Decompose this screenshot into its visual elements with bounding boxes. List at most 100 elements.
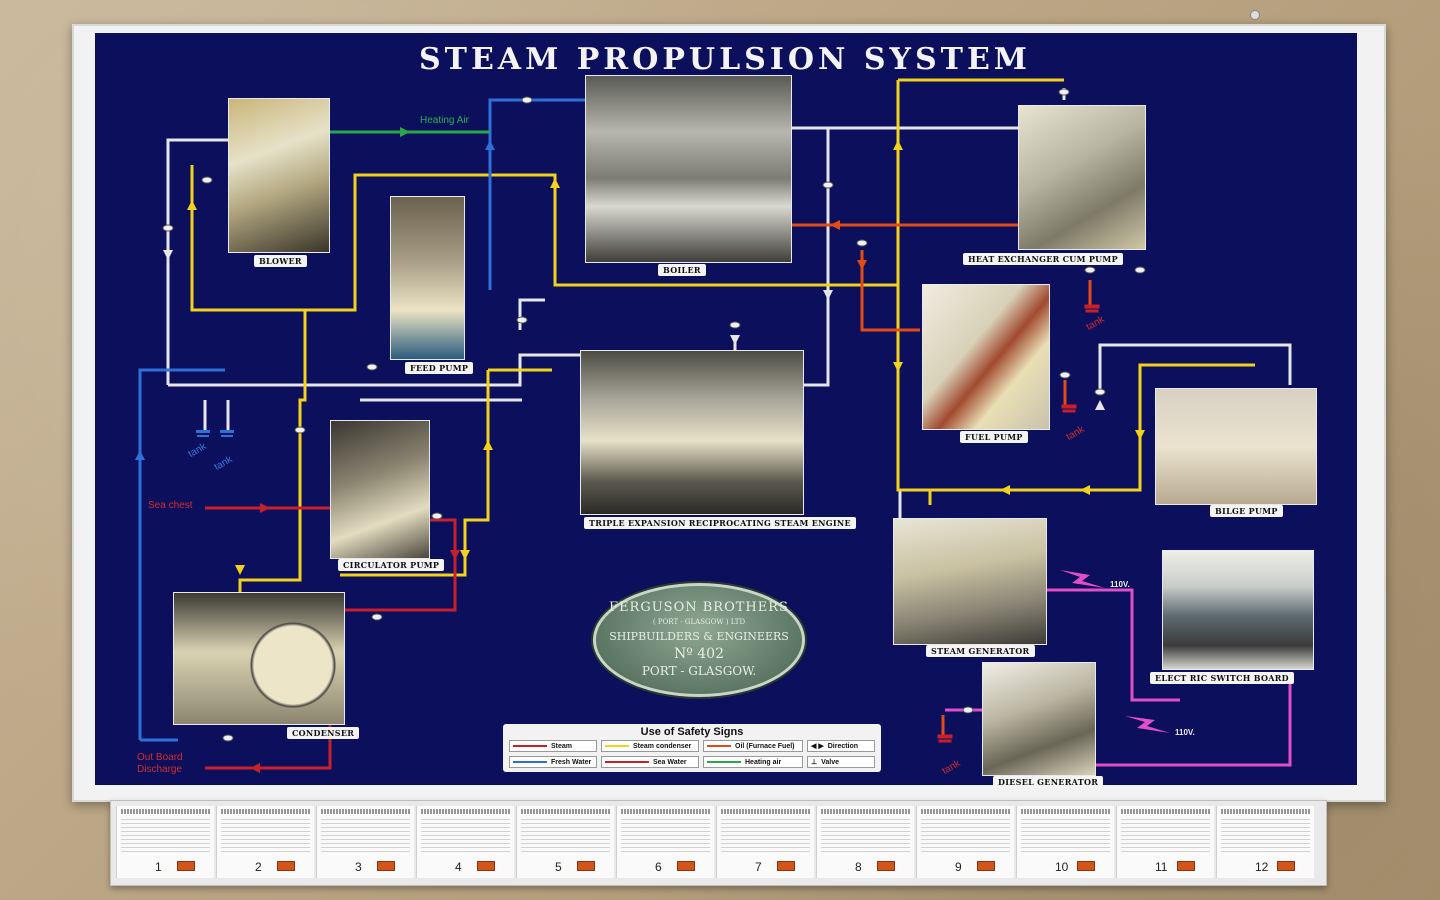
- switch-board-photo: [1162, 550, 1314, 670]
- direction-icon: ◀ ▶: [811, 743, 824, 750]
- info-panel-10: 10: [1016, 806, 1114, 878]
- panel-button[interactable]: [377, 861, 395, 871]
- legend-swatch-steam: [513, 745, 547, 747]
- direction-arrows-oil: [830, 220, 867, 270]
- panel-text: [521, 818, 610, 852]
- plate-line-5: PORT - GLASGOW.: [641, 664, 757, 678]
- info-panel-3: 3: [316, 806, 414, 878]
- panel-button[interactable]: [777, 861, 795, 871]
- board-title: STEAM PROPULSION SYSTEM: [418, 42, 1032, 77]
- info-panel-4: 4: [416, 806, 514, 878]
- circulator-pump-caption: CIRCULATOR PUMP: [338, 559, 445, 571]
- panel-heading: [421, 809, 510, 814]
- info-shelf: 1 2 3 4 5 6 7 8 9 10 11 12: [110, 800, 1327, 886]
- panel-number: 7: [755, 860, 762, 874]
- legend-valve: ⊥ Valve: [807, 756, 875, 768]
- panel-text: [821, 818, 910, 852]
- condensate-lines: [190, 78, 1255, 595]
- direction-arrows-steam: [163, 250, 1105, 410]
- legend-swatch-fresh-water: [513, 761, 547, 763]
- panel-heading: [621, 809, 710, 814]
- direction-arrows-air: [400, 127, 410, 137]
- voltage-label-bottom: 110V.: [1175, 728, 1195, 737]
- panel-button[interactable]: [1177, 861, 1195, 871]
- panel-number: 3: [355, 860, 362, 874]
- panel-button[interactable]: [1077, 861, 1095, 871]
- panel-button[interactable]: [277, 861, 295, 871]
- legend-heating-air: Heating air: [703, 756, 803, 768]
- panel-number: 11: [1155, 860, 1168, 874]
- oil-lines: [790, 223, 1092, 735]
- panel-button[interactable]: [477, 861, 495, 871]
- legend-swatch-sea-water: [605, 761, 649, 763]
- panel-button[interactable]: [977, 861, 995, 871]
- panel-button[interactable]: [877, 861, 895, 871]
- legend-fresh-water: Fresh Water: [509, 756, 597, 768]
- panel-heading: [721, 809, 810, 814]
- panel-heading: [321, 809, 410, 814]
- panel-button[interactable]: [577, 861, 595, 871]
- direction-arrows-sea: [250, 503, 460, 773]
- panel-text: [1121, 818, 1210, 852]
- diesel-generator-caption: DIESEL GENERATOR: [993, 776, 1104, 788]
- tank-symbols: [937, 304, 1100, 743]
- info-panel-11: 11: [1116, 806, 1214, 878]
- steam-generator-caption: STEAM GENERATOR: [926, 645, 1035, 657]
- blower-caption: BLOWER: [254, 255, 307, 267]
- legend-title: Use of Safety Signs: [640, 726, 744, 738]
- engine-photo: [580, 350, 804, 515]
- bilge-pump-photo: [1155, 388, 1317, 505]
- panel-text: [321, 818, 410, 852]
- panel-text: [221, 818, 310, 852]
- feed-pump-caption: FEED PUMP: [405, 362, 474, 374]
- panel-text: [1221, 818, 1310, 852]
- panel-button[interactable]: [1277, 861, 1295, 871]
- plate-line-1: FERGUSON BROTHERS: [609, 600, 789, 615]
- feed-pump-photo: [390, 196, 465, 360]
- heat-exchanger-photo: [1018, 105, 1146, 250]
- valve-icon: ⊥: [811, 759, 818, 766]
- condenser-caption: CONDENSER: [287, 727, 360, 739]
- lightning-bolts: [1060, 570, 1170, 733]
- legend-swatch-heating-air: [707, 761, 741, 763]
- info-panel-12: 12: [1216, 806, 1314, 878]
- panel-heading: [221, 809, 310, 814]
- info-panel-1: 1: [116, 806, 214, 878]
- panel-button[interactable]: [677, 861, 695, 871]
- panel-number: 12: [1255, 860, 1269, 874]
- info-panel-2: 2: [216, 806, 314, 878]
- boiler-caption: BOILER: [658, 264, 706, 276]
- boiler-photo: [585, 75, 792, 263]
- panel-button[interactable]: [177, 861, 195, 871]
- diesel-generator-photo: [982, 662, 1096, 776]
- direction-arrows-water: [135, 140, 495, 460]
- engine-caption: TRIPLE EXPANSION RECIPROCATING STEAM ENG…: [584, 517, 856, 529]
- builder-plate: FERGUSON BROTHERS ( PORT - GLASGOW ) LTD…: [593, 583, 805, 697]
- plate-line-4: Nº 402: [673, 646, 724, 662]
- panel-number: 2: [255, 860, 262, 874]
- direction-arrows: [187, 140, 1145, 575]
- condenser-photo: [173, 592, 345, 725]
- switch-board-caption: ELECT RIC SWITCH BOARD: [1150, 672, 1294, 684]
- out-board-label-1: Out Board: [137, 752, 183, 763]
- steam-generator-photo: [893, 518, 1047, 645]
- plate-line-2: ( PORT - GLASGOW ) LTD: [652, 618, 746, 626]
- info-panel-5: 5: [516, 806, 614, 878]
- panel-heading: [1121, 809, 1210, 814]
- fuel-pump-caption: FUEL PUMP: [960, 431, 1028, 443]
- plate-line-3: SHIPBUILDERS & ENGINEERS: [609, 630, 789, 643]
- legend-steam: Steam: [509, 740, 597, 752]
- legend-sea-water: Sea Water: [601, 756, 699, 768]
- legend: Use of Safety Signs Steam Steam condense…: [503, 724, 881, 772]
- info-panel-8: 8: [816, 806, 914, 878]
- panel-heading: [921, 809, 1010, 814]
- voltage-label-top: 110V.: [1110, 580, 1130, 589]
- panel-number: 4: [455, 860, 462, 874]
- legend-oil: Oil (Furnace Fuel): [703, 740, 803, 752]
- panel-heading: [1021, 809, 1110, 814]
- info-panel-6: 6: [616, 806, 714, 878]
- info-panel-9: 9: [916, 806, 1014, 878]
- panel-number: 10: [1055, 860, 1069, 874]
- info-panel-7: 7: [716, 806, 814, 878]
